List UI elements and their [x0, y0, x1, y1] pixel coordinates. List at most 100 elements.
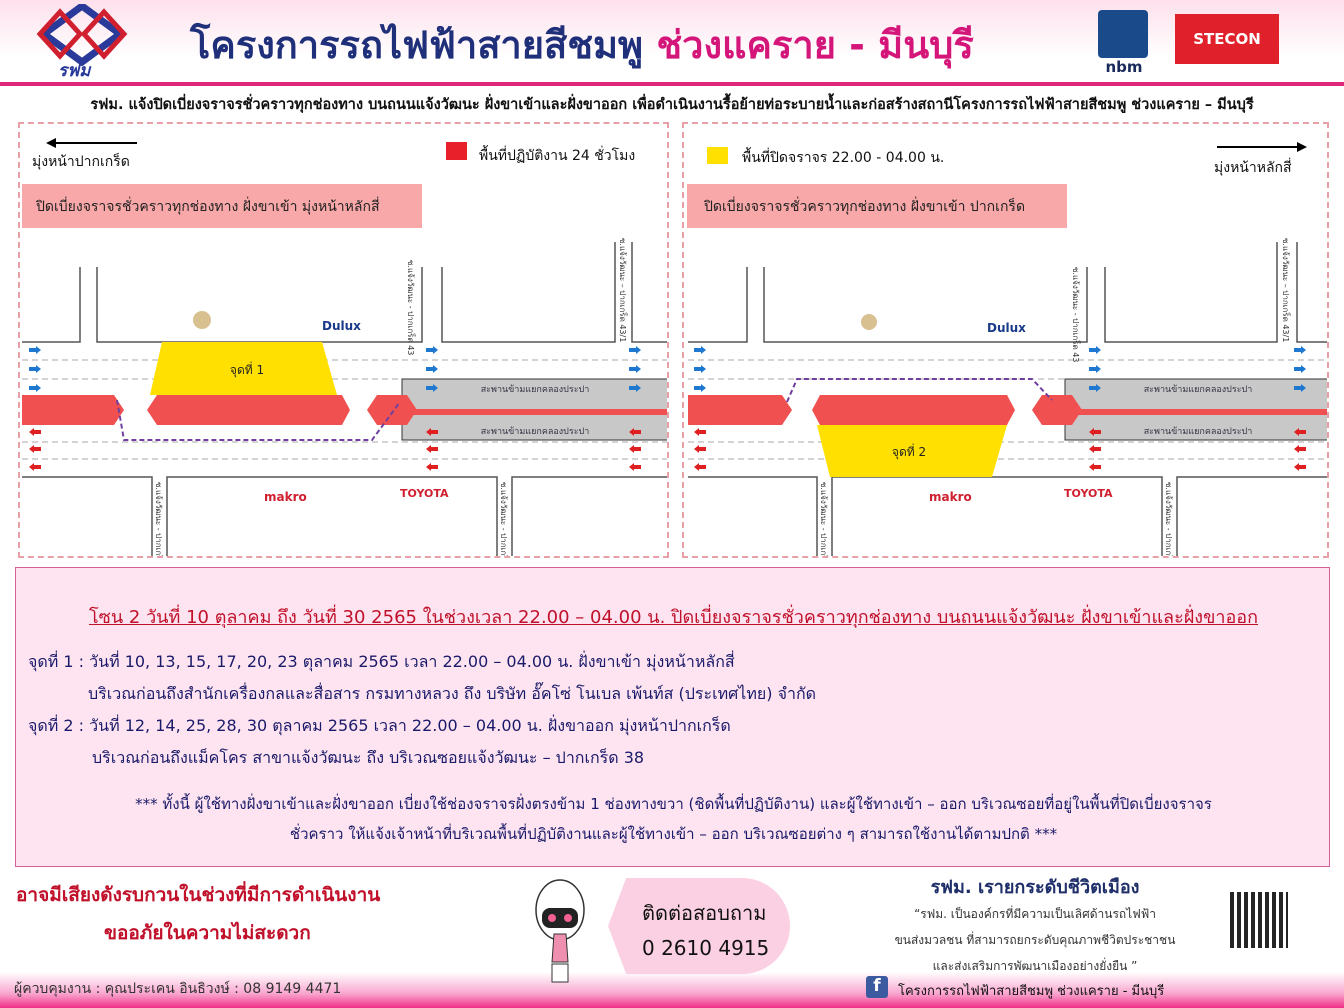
traffic-arrow-left-icon — [426, 445, 438, 453]
slogan-title: รฟม. เรายกระดับชีวิตเมือง — [930, 877, 1140, 898]
map-point-2: มุ่งหน้าหลักสี่ พื้นที่ปิดจราจร 22.00 - … — [682, 122, 1331, 577]
traffic-arrow-right-icon — [29, 384, 41, 392]
apology: ขออภัยในความไม่สะดวก — [104, 922, 311, 944]
traffic-arrow-left-icon — [694, 463, 706, 471]
closure-box — [22, 184, 422, 228]
traffic-arrow-right-icon — [1089, 346, 1101, 354]
direction-label: มุ่งหน้าหลักสี่ — [1214, 158, 1292, 176]
contact-box — [608, 878, 790, 974]
point-label: จุดที่ 1 — [230, 361, 264, 378]
traffic-arrow-left-icon — [629, 428, 641, 436]
traffic-arrow-right-icon — [426, 384, 438, 392]
nbm-logo-mark — [1098, 10, 1148, 58]
traffic-arrow-right-icon — [29, 346, 41, 354]
traffic-arrow-right-icon — [629, 346, 641, 354]
page-title: โครงการรถไฟฟ้าสายสีชมพู ช่วงแคราย - มีนบ… — [190, 23, 974, 67]
traffic-arrow-right-icon — [629, 365, 641, 373]
traffic-arrow-right-icon — [1294, 346, 1306, 354]
soi-label: ซ.แจ้งวัฒนะ - ปากเกร็ด 40 — [499, 482, 509, 556]
point-1-schedule: จุดที่ 1 : วันที่ 10, 13, 15, 17, 20, 23… — [28, 652, 735, 671]
road-edges — [688, 242, 1330, 557]
traffic-arrow-left-icon — [1089, 445, 1101, 453]
closure-box — [687, 184, 1067, 228]
traffic-arrow-left-icon — [629, 463, 641, 471]
traffic-arrow-left-icon — [29, 463, 41, 471]
soi-label: ซ.แจ้งวัฒนะ - ปากเกร็ด 40 — [1164, 482, 1174, 556]
bridge-label-bottom: สะพานข้ามแยกคลองประปา — [1144, 426, 1253, 437]
traffic-arrow-left-icon — [694, 428, 706, 436]
traffic-arrow-left-icon — [629, 445, 641, 453]
work-zone-red — [22, 395, 124, 425]
bridge-label-top: สะพานข้ามแยกคลองประปา — [481, 384, 590, 395]
soi-label: ซ.แจ้งวัฒนะ – ปากเกร็ด 43/1 — [1281, 238, 1291, 342]
traffic-arrow-right-icon — [1294, 365, 1306, 373]
traffic-arrow-left-icon — [1294, 445, 1306, 453]
legend-label: พื้นที่ปฏิบัติงาน 24 ชั่วโมง — [479, 145, 635, 164]
facebook-icon[interactable]: f — [866, 976, 888, 998]
map-point-1: มุ่งหน้าปากเกร็ด พื้นที่ปฏิบัติงาน 24 ชั… — [18, 122, 671, 577]
detour-path — [116, 399, 401, 441]
traffic-arrow-left-icon — [1294, 463, 1306, 471]
supervisor-contact: ผู้ควบคุมงาน : คุณประเคน อินธิวงษ์ : 08 … — [14, 981, 342, 997]
traffic-arrow-left-icon — [29, 428, 41, 436]
legend-label: พื้นที่ปิดจราจร 22.00 - 04.00 น. — [742, 147, 944, 166]
traffic-arrow-left-icon — [694, 445, 706, 453]
qr-code[interactable] — [1228, 890, 1290, 950]
traffic-arrow-right-icon — [629, 384, 641, 392]
slogan-line-1: “รฟม. เป็นองค์กรที่มีความเป็นเลิศด้านรถไ… — [914, 907, 1156, 921]
closure-label: ปิดเบี่ยงจราจรชั่วคราวทุกช่องทาง ฝั่งขาเ… — [704, 197, 1026, 215]
mrta-logo: รฟม — [36, 4, 128, 78]
traffic-arrow-left-icon — [1294, 428, 1306, 436]
contact-label: ติดต่อสอบถาม — [642, 901, 767, 925]
traffic-arrow-right-icon — [29, 365, 41, 373]
traffic-arrow-right-icon — [1089, 384, 1101, 392]
point-2-schedule: จุดที่ 2 : วันที่ 12, 14, 25, 28, 30 ตุล… — [28, 716, 731, 735]
soi-label: ซ.แจ้งวัฒนะ – ปากเกร็ด 43/1 — [618, 238, 628, 342]
dulux-logo: Dulux — [322, 319, 361, 333]
direction-label: มุ่งหน้าปากเกร็ด — [32, 152, 130, 170]
noise-warning: อาจมีเสียงดังรบกวนในช่วงที่มีการดำเนินงา… — [16, 884, 381, 906]
point-2-location: บริเวณก่อนถึงแม็คโคร สาขาแจ้งวัฒนะ ถึง บ… — [92, 748, 645, 767]
emblem-icon — [861, 314, 877, 330]
toyota-logo: TOYOTA — [400, 487, 449, 500]
facebook-page-link[interactable]: โครงการรถไฟฟ้าสายสีชมพู ช่วงแคราย - มีนบ… — [898, 984, 1165, 999]
traffic-arrow-left-icon — [1089, 428, 1101, 436]
note-line-2: ชั่วคราว ให้แจ้งเจ้าหน้าที่บริเวณพื้นที่… — [289, 825, 1058, 843]
footer-bar — [0, 972, 1344, 1008]
slogan-line-3: และส่งเสริมการพัฒนาเมืองอย่างยั่งยืน ” — [932, 959, 1138, 973]
note-line-1: *** ทั้งนี้ ผู้ใช้ทางฝั่งขาเข้าและฝั่งขา… — [135, 795, 1212, 813]
work-zone-red — [812, 395, 1015, 425]
traffic-arrow-right-icon — [694, 384, 706, 392]
subtitle: รฟม. แจ้งปิดเบี่ยงจราจรชั่วคราวทุกช่องทา… — [90, 97, 1254, 113]
traffic-arrow-left-icon — [426, 463, 438, 471]
contact-phone[interactable]: 0 2610 4915 — [642, 936, 770, 960]
traffic-arrow-right-icon — [1089, 365, 1101, 373]
legend-swatch — [707, 147, 728, 164]
traffic-arrow-left-icon — [426, 428, 438, 436]
traffic-arrow-right-icon — [426, 365, 438, 373]
soi-label: ซ.แจ้งวัฒนะ - ปากเกร็ด 43 — [406, 260, 416, 355]
traffic-arrow-left-icon — [1089, 463, 1101, 471]
closure-details: โซน 2 วันที่ 10 ตุลาคม ถึง วันที่ 30 256… — [15, 567, 1330, 867]
point-1-location: บริเวณก่อนถึงสำนักเครื่องกลและสื่อสาร กร… — [88, 684, 817, 703]
work-zone-red — [1032, 395, 1082, 425]
work-zone-yellow — [150, 342, 337, 395]
traffic-arrow-right-icon — [426, 346, 438, 354]
closure-label: ปิดเบี่ยงจราจรชั่วคราวทุกช่องทาง ฝั่งขาเ… — [36, 197, 380, 215]
bridge-label-top: สะพานข้ามแยกคลองประปา — [1144, 384, 1253, 395]
work-zone-red — [147, 395, 350, 425]
stecon-logo: STECON — [1175, 14, 1279, 64]
traffic-arrow-right-icon — [694, 365, 706, 373]
header: รฟม โครงการรถไฟฟ้าสายสีชมพู ช่วงแคราย - … — [0, 0, 1344, 86]
soi-label: ซ.แจ้งวัฒนะ - ปากเกร็ด 38 — [154, 482, 164, 556]
makro-logo: makro — [929, 490, 972, 504]
emblem-icon — [193, 311, 211, 329]
dulux-logo: Dulux — [987, 321, 1026, 335]
soi-label: ซ.แจ้งวัฒนะ - ปากเกร็ด 38 — [819, 482, 829, 556]
work-zone-red — [367, 395, 417, 425]
traffic-arrow-right-icon — [1294, 384, 1306, 392]
detour-path — [786, 378, 1053, 403]
nbm-logo: nbm — [1105, 58, 1143, 76]
svg-text:รฟม: รฟม — [58, 61, 92, 78]
slogan-line-2: ขนส่งมวลชน ที่สามารถยกระดับคุณภาพชีวิตปร… — [894, 933, 1176, 947]
